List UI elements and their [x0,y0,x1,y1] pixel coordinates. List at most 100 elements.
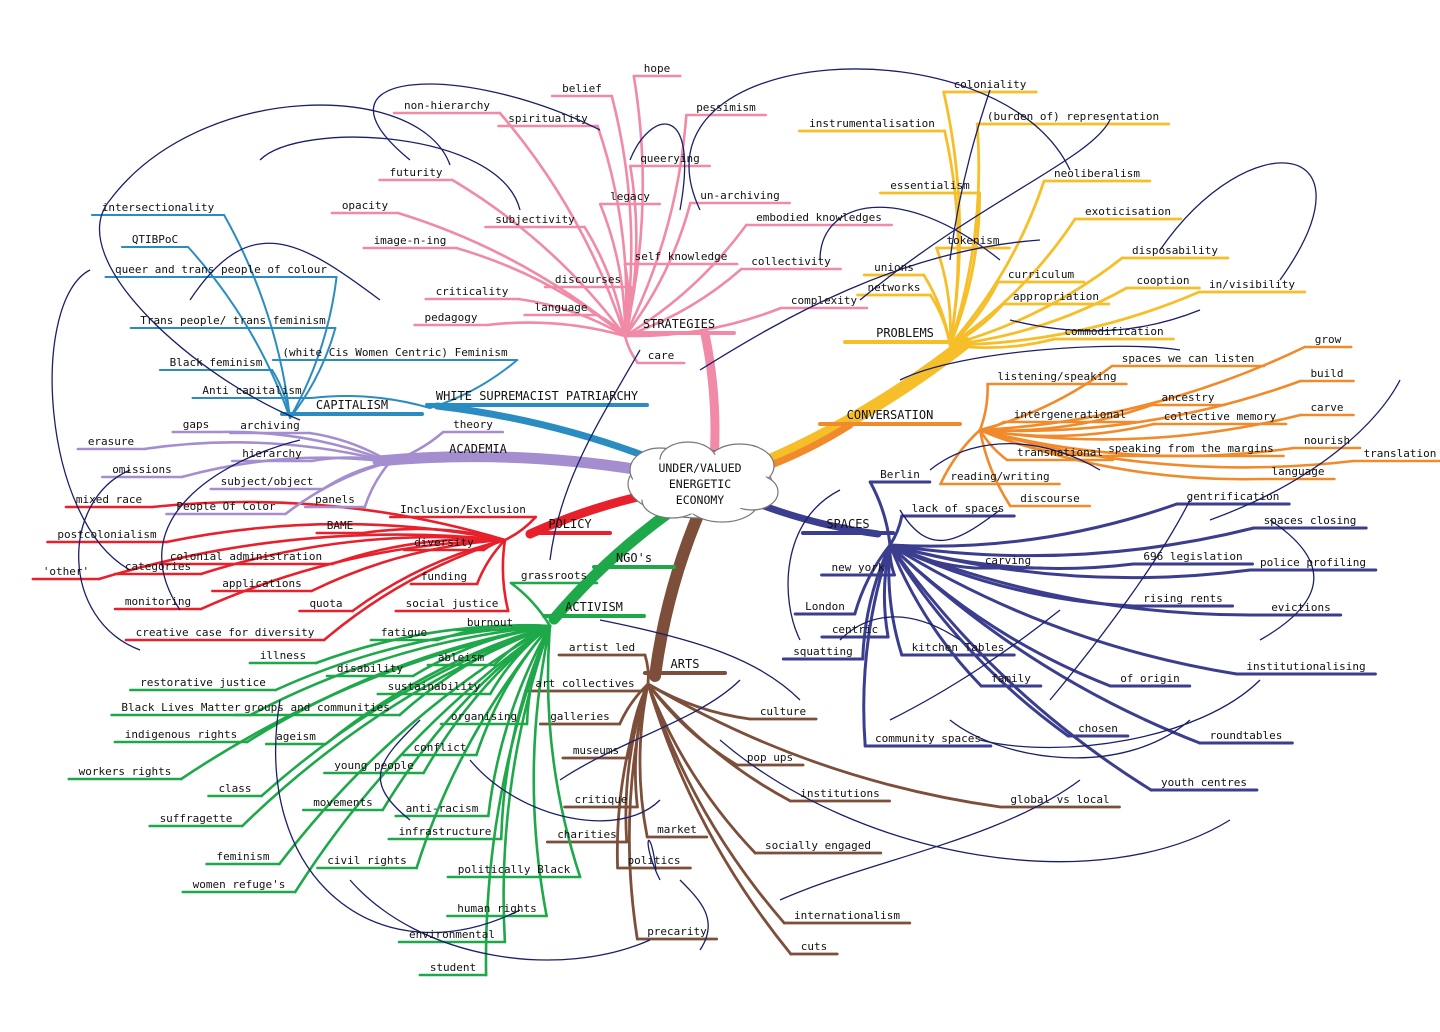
edge-queer-and-trans-people-of-colour [289,276,338,419]
edge-anti-capitalism [310,395,431,409]
node-police-profiling: police profiling [1260,556,1366,569]
node-inclusion-exclusion: Inclusion/Exclusion [400,503,526,516]
node-critique: critique [575,793,628,806]
node-institutionalising: institutionalising [1246,660,1365,673]
edge-legacy [598,202,627,338]
node-culture: culture [760,705,806,718]
edge-restorative-justice [274,624,552,692]
node-queerying: queerying [640,152,700,165]
edge-politics [615,682,650,870]
node-galleries: galleries [550,710,610,723]
node-essentialism: essentialism [890,179,970,192]
node-centric: centric [832,623,878,636]
center-label-line: ENERGETIC [669,477,731,491]
edge-burden-of-representation [948,122,981,347]
node-restorative-justice: restorative justice [140,676,266,689]
node-queer-and-trans-people-of-colour: queer and trans people of colour [115,263,327,276]
node-speaking-from-the-margins: speaking from the margins [1108,442,1274,455]
node-black-feminism: Black feminism [170,356,263,369]
edge-networks [929,293,952,347]
node-opacity: opacity [342,199,389,212]
cross-link [719,739,1231,863]
edge-exoticisation [948,217,1077,347]
edge-black-lives-matter [249,624,552,717]
edge-police-profiling [888,543,1252,580]
node-indigenous-rights: indigenous rights [125,728,238,741]
edge-roundtables [888,543,1202,745]
node-nourish: nourish [1304,434,1350,447]
node-unions: unions [874,261,914,274]
edge-environmental [502,624,552,944]
node-other: 'other' [43,565,89,578]
branch-arts: ARTS [671,657,700,671]
edge-complexity [623,306,783,338]
edge-cuts [646,682,793,956]
node-community-spaces: community spaces [875,732,981,745]
cross-link [379,719,421,821]
branch-activism: ACTIVISM [565,600,623,614]
node-language: language [1272,465,1325,478]
cross-link [688,68,1071,211]
cross-link [949,719,1191,759]
node-illness: illness [260,649,306,662]
edge-pessimism [623,113,688,338]
cross-link [349,879,651,961]
node-black-lives-matter: Black Lives Matter [121,701,241,714]
edge-family [888,543,983,688]
node-london: London [805,600,845,613]
node-intergenerational: intergenerational [1014,408,1127,421]
node-family: family [991,672,1031,685]
edge-neoliberalism [948,179,1046,347]
cross-link [787,489,841,641]
node-diversity: diversity [414,536,474,549]
node-quota: quota [309,597,342,610]
edge-evictions [888,543,1263,617]
node-charities: charities [557,828,617,841]
edge-lack-of-spaces [888,514,904,547]
node-colonial-administration: colonial administration [170,550,322,563]
node-subjectivity: subjectivity [495,213,575,226]
edge-panels [363,460,392,509]
branch-edges [31,74,1440,977]
node-squatting: squatting [793,645,853,658]
node-class: class [218,782,251,795]
edge-class [260,624,552,798]
branch-strategies: STRATEGIES [643,317,715,331]
edge-institutions [646,682,792,803]
node-exoticisation: exoticisation [1085,205,1171,218]
node-organising: organising [451,710,517,723]
node-women-refuge-s: women refuge's [193,878,286,891]
cross-link [275,699,521,934]
edge-london [853,543,892,616]
node-of-origin: of origin [1120,672,1180,685]
node-complexity: complexity [791,294,858,307]
edge-trans-people-trans-feminism [289,327,337,419]
node-youth-centres: youth centres [1161,776,1247,789]
node-collective-memory: collective memory [1164,410,1277,423]
node-evictions: evictions [1271,601,1331,614]
cross-link [859,119,1111,301]
node-spirituality: spirituality [508,112,588,125]
cross-link [372,83,601,161]
node-pessimism: pessimism [696,101,756,114]
edge-language [596,313,627,338]
node-suffragette: suffragette [160,812,233,825]
node-pedagogy: pedagogy [425,311,478,324]
edge-postcolonialism [165,522,507,544]
cross-link [647,839,661,881]
edge-spirituality [596,124,628,338]
branch-capitalism: CAPITALISM [316,398,388,412]
edge-discourses [623,285,633,338]
node-politically-black: politically Black [458,863,571,876]
node-feminism: feminism [217,850,270,863]
edge-global-vs-local [646,682,1002,809]
edge-embodied-knowledges [623,223,748,338]
cross-link [899,509,1001,542]
node-futurity: futurity [390,166,443,179]
edge-instrumentalisation [943,129,960,347]
edge-image-n-ing [455,246,627,338]
edge-precarity [627,682,650,941]
node-criticality: criticality [436,285,509,298]
edge-galleries [618,682,650,726]
